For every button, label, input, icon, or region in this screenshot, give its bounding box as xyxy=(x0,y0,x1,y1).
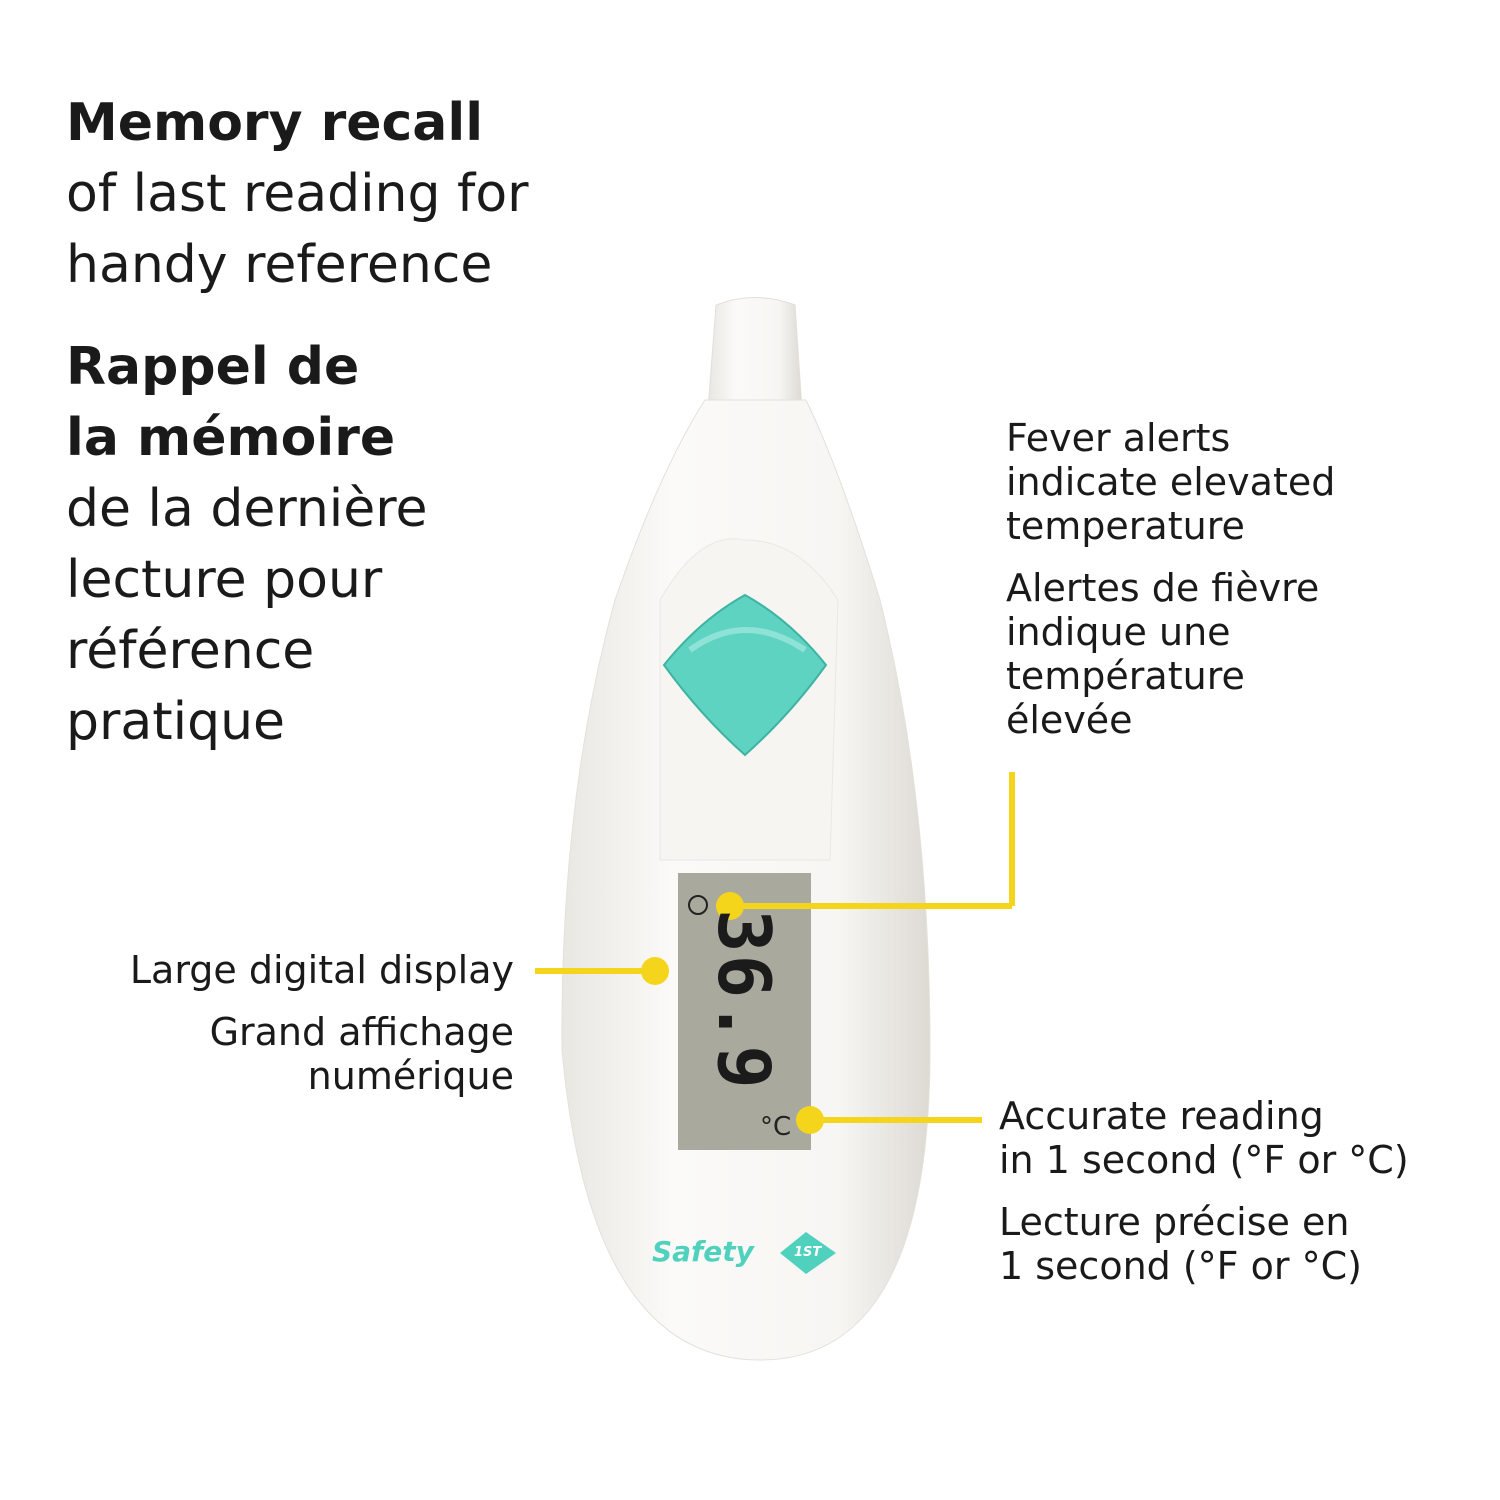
display-fr-line: numérique xyxy=(307,1054,514,1098)
headline-fr-bold: Rappel de xyxy=(66,337,360,397)
temperature-unit: °C xyxy=(760,1112,792,1142)
thermometer-probe xyxy=(707,297,803,411)
accuracy-en-line: in 1 second (°F or °C) xyxy=(999,1138,1409,1182)
fever-fr-line: température xyxy=(1006,654,1245,698)
headline-en-bold: Memory recall xyxy=(66,93,484,153)
brand-text: Safety xyxy=(652,1235,754,1268)
fever-fr-line: élevée xyxy=(1006,698,1133,742)
lcd-screen xyxy=(678,873,811,1150)
headline-en-line: of last reading for xyxy=(66,164,529,224)
display-en-line: Large digital display xyxy=(129,948,514,992)
accuracy-en-line: Accurate reading xyxy=(999,1094,1324,1138)
accuracy-callout-text: Accurate reading in 1 second (°F or °C) … xyxy=(999,1094,1409,1288)
callout-accuracy xyxy=(796,1106,982,1134)
headline-en-line: handy reference xyxy=(66,235,493,295)
brand-badge-text: 1ST xyxy=(794,1245,822,1260)
fever-fr-line: indique une xyxy=(1006,610,1231,654)
headline-fr-line: lecture pour xyxy=(66,550,383,610)
temperature-reading: 36.9 xyxy=(702,909,786,1091)
display-callout-text: Large digital display Grand affichage nu… xyxy=(130,948,514,1098)
brand-badge-icon xyxy=(780,1232,836,1274)
headline-fr-line: pratique xyxy=(66,692,286,752)
fever-en-line: temperature xyxy=(1006,504,1245,548)
callout-display xyxy=(535,957,669,985)
headline-fr-line: de la dernière xyxy=(66,479,428,539)
accuracy-fr-line: Lecture précise en xyxy=(999,1200,1350,1244)
headline-english: Memory recall of last reading for handy … xyxy=(66,88,529,301)
fever-fr-line: Alertes de fièvre xyxy=(1006,566,1320,610)
scan-button xyxy=(662,593,828,757)
display-fr-line: Grand affichage xyxy=(209,1010,514,1054)
fever-en-line: indicate elevated xyxy=(1006,460,1336,504)
brand-logo: Safety xyxy=(652,1234,754,1270)
callout-fever xyxy=(716,772,1015,920)
headline-fr-bold: la mémoire xyxy=(66,408,396,468)
headline-french: Rappel de la mémoire de la dernière lect… xyxy=(66,332,427,758)
headline-fr-line: référence xyxy=(66,621,315,681)
accuracy-fr-line: 1 second (°F or °C) xyxy=(999,1244,1362,1288)
fever-callout-text: Fever alerts indicate elevated temperatu… xyxy=(1006,416,1335,742)
fever-face-icon xyxy=(688,895,708,915)
fever-en-line: Fever alerts xyxy=(1006,416,1231,460)
